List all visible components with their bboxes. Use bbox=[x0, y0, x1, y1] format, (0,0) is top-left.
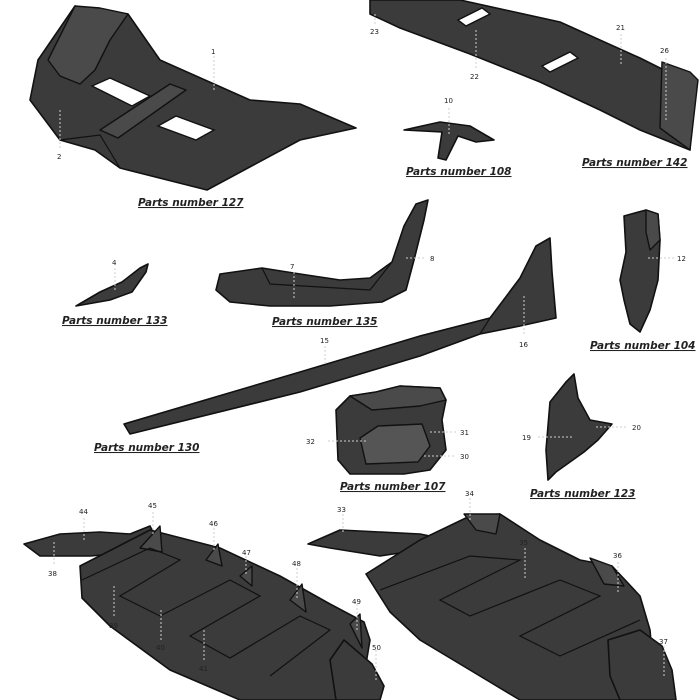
part-127-vent-1 bbox=[90, 77, 152, 107]
part-123: 19 20 bbox=[522, 373, 641, 481]
part-127-left-fin bbox=[47, 5, 129, 85]
part-107: 32 31 30 bbox=[306, 385, 469, 475]
part-133-body bbox=[75, 263, 149, 307]
part-142-endplate bbox=[659, 61, 699, 151]
part-123-body bbox=[545, 373, 613, 481]
part-label-50: 50 bbox=[372, 644, 381, 652]
part-label-46: 46 bbox=[209, 520, 218, 528]
part-135: 7 8 bbox=[215, 199, 434, 307]
diffuser-left-endplate bbox=[329, 639, 385, 700]
part-135-edge bbox=[261, 261, 393, 291]
part-label-23: 23 bbox=[370, 28, 379, 36]
part-label-37: 37 bbox=[659, 638, 668, 646]
diffuser-right-strakes bbox=[379, 555, 641, 657]
part-label-44: 44 bbox=[79, 508, 88, 516]
caption-part-123: Parts number 123 bbox=[530, 488, 636, 500]
part-label-12: 12 bbox=[677, 255, 686, 263]
part-label-7: 7 bbox=[290, 263, 294, 271]
diffuser-left-fin-2 bbox=[205, 543, 223, 567]
part-label-1: 1 bbox=[211, 48, 215, 56]
part-label-35: 35 bbox=[519, 539, 528, 547]
part-label-2: 2 bbox=[57, 153, 61, 161]
part-133: 4 bbox=[75, 259, 149, 307]
part-label-33: 33 bbox=[337, 506, 346, 514]
part-127-vent-2 bbox=[156, 115, 216, 141]
part-label-48: 48 bbox=[292, 560, 301, 568]
caption-part-108: Parts number 108 bbox=[406, 166, 512, 178]
part-label-21: 21 bbox=[616, 24, 625, 32]
part-104-fin bbox=[645, 209, 661, 251]
part-108-body bbox=[403, 121, 495, 161]
part-130-edge bbox=[419, 317, 492, 337]
caption-part-133: Parts number 133 bbox=[62, 315, 168, 327]
diffuser-left-body bbox=[79, 529, 371, 700]
part-142: 23 22 21 26 bbox=[369, 0, 699, 151]
part-127-edge bbox=[59, 134, 121, 169]
part-label-26: 26 bbox=[660, 47, 669, 55]
part-107-opening bbox=[359, 423, 431, 465]
part-142-slot-1 bbox=[456, 7, 492, 27]
part-127-center-bar bbox=[99, 83, 187, 139]
part-label-30: 30 bbox=[460, 453, 469, 461]
part-label-16: 16 bbox=[519, 341, 528, 349]
part-142-slot-2 bbox=[540, 51, 580, 73]
diffuser-left-strakes bbox=[81, 547, 332, 677]
part-label-38: 38 bbox=[48, 570, 57, 578]
part-130: 15 16 bbox=[123, 237, 557, 435]
part-label-47: 47 bbox=[242, 549, 251, 557]
diffuser-right-fin-1 bbox=[463, 513, 501, 535]
diffuser-right-endplate bbox=[607, 629, 677, 700]
part-108: 10 bbox=[403, 97, 495, 161]
diffuser-left-fin-1 bbox=[139, 525, 163, 553]
part-label-41: 41 bbox=[199, 665, 208, 673]
part-label-39: 39 bbox=[109, 622, 118, 630]
part-label-31: 31 bbox=[460, 429, 469, 437]
part-130-body bbox=[123, 237, 557, 435]
part-135-body bbox=[215, 199, 429, 307]
part-label-19: 19 bbox=[522, 434, 531, 442]
diffuser-left-fin-5 bbox=[349, 613, 363, 649]
caption-part-127: Parts number 127 bbox=[138, 197, 244, 209]
diffuser-right: 33 34 35 36 37 bbox=[307, 490, 677, 700]
diffuser-left-fin-3 bbox=[239, 565, 253, 587]
part-104: 12 bbox=[619, 209, 686, 333]
part-label-40: 40 bbox=[156, 644, 165, 652]
caption-part-142: Parts number 142 bbox=[582, 157, 688, 169]
part-142-wing bbox=[369, 0, 691, 151]
part-label-49: 49 bbox=[352, 598, 361, 606]
part-127: 1 2 bbox=[29, 5, 357, 191]
caption-part-104: Parts number 104 bbox=[590, 340, 696, 352]
part-label-22: 22 bbox=[470, 73, 479, 81]
part-107-top bbox=[349, 385, 447, 411]
part-label-36: 36 bbox=[613, 552, 622, 560]
diffuser-left: 44 45 46 47 48 49 50 38 39 40 41 bbox=[23, 502, 385, 700]
part-label-32: 32 bbox=[306, 438, 315, 446]
caption-part-135: Parts number 135 bbox=[272, 316, 378, 328]
part-label-8: 8 bbox=[430, 255, 434, 263]
part-label-15: 15 bbox=[320, 337, 329, 345]
part-label-20: 20 bbox=[632, 424, 641, 432]
part-label-4: 4 bbox=[112, 259, 117, 267]
part-127-body bbox=[29, 5, 357, 191]
part-label-10: 10 bbox=[444, 97, 453, 105]
part-label-34: 34 bbox=[465, 490, 474, 498]
diffuser-right-fin-2 bbox=[589, 557, 625, 587]
diffuser-left-fin-4 bbox=[289, 583, 307, 613]
part-label-45: 45 bbox=[148, 502, 157, 510]
caption-part-130: Parts number 130 bbox=[94, 442, 200, 454]
caption-part-107: Parts number 107 bbox=[340, 481, 446, 493]
